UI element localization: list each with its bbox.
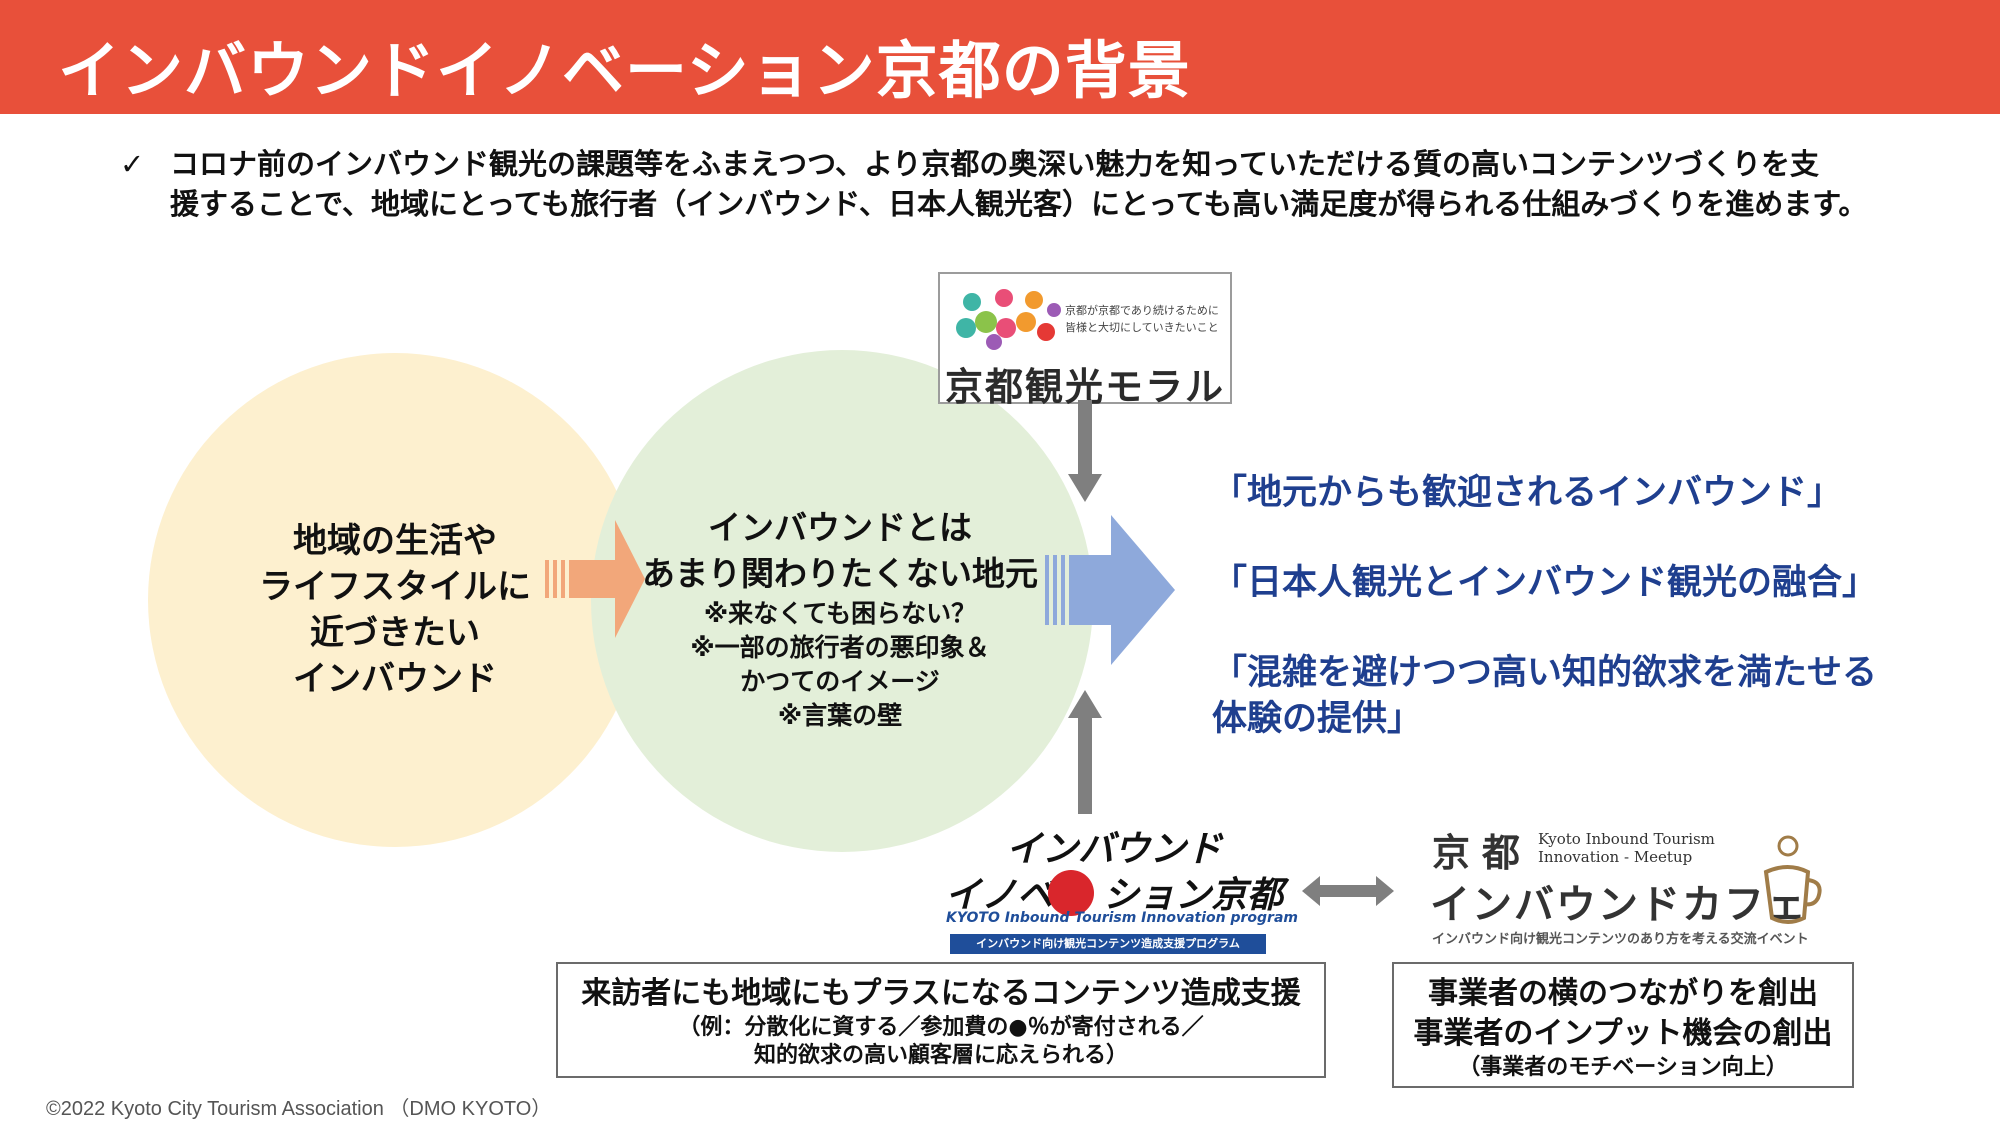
- cafe-english-2: Innovation - Meetup: [1538, 848, 1693, 866]
- orange-arrow-icon: [545, 520, 645, 638]
- double-arrow-icon: [1302, 876, 1394, 906]
- box-right-main: 事業者のインプット機会の創出: [1413, 1016, 1833, 1051]
- connector-down: [1078, 400, 1092, 480]
- box-left-main: 来訪者にも地域にもプラスになるコンテンツ造成支援: [581, 976, 1301, 1011]
- quote-welcomed-inbound: 「地元からも歓迎されるインバウンド」: [1212, 473, 1843, 513]
- circle-center-line: インバウンドとは: [708, 508, 972, 547]
- content-support-box: 来訪者にも地域にもプラスになるコンテンツ造成支援 （例：分散化に資する／参加費の…: [556, 962, 1326, 1078]
- box-right-sub: （事業者のモチベーション向上）: [1458, 1055, 1788, 1080]
- logo-band: インバウンド向け観光コンテンツ造成支援プログラム: [950, 934, 1266, 954]
- title-bar: インバウンドイノベーション京都の背景: [0, 0, 2000, 114]
- circle-left-line: インバウンド: [293, 659, 497, 699]
- circle-left-line: 近づきたい: [310, 613, 480, 653]
- circle-center-note: ※来なくても困らない？: [703, 599, 977, 628]
- people-icon: [956, 289, 1061, 350]
- circle-reluctant-locals: [591, 350, 1093, 852]
- quote-avoid-crowds: 「混雑を避けつつ高い知的欲求を満たせる 体験の提供」: [1212, 650, 1877, 742]
- kyoto-tourism-moral-logo: 京都が京都であり続けるために 皆様と大切にしていきたいこと 京都観光モラル: [938, 272, 1232, 409]
- box-left-sub: 知的欲求の高い顧客層に応えられる）: [753, 1043, 1128, 1068]
- blue-arrow-icon: [1045, 515, 1175, 665]
- business-network-box: 事業者の横のつながりを創出 事業者のインプット機会の創出 （事業者のモチベーショ…: [1392, 962, 1854, 1088]
- inbound-innovation-kyoto-logo: インバウンド イノベ ション京都 KYOTO Inbound Tourism I…: [940, 818, 1298, 958]
- circle-center-note: かつてのイメージ: [740, 667, 940, 696]
- logo-english: KYOTO Inbound Tourism Innovation program: [946, 910, 1298, 926]
- quote-line: 体験の提供」: [1212, 699, 1423, 739]
- circle-center-note: ※言葉の壁: [777, 701, 903, 730]
- moral-tagline-2: 皆様と大切にしていきたいこと: [1065, 321, 1219, 334]
- cafe-kyoto: 京都: [1432, 831, 1533, 875]
- circle-center-note: ※一部の旅行者の悪印象＆: [690, 633, 990, 662]
- globe-icon: [1048, 870, 1094, 916]
- quote-fusion: 「日本人観光とインバウンド観光の融合」: [1212, 563, 1878, 603]
- arrowhead-down-icon: [1068, 474, 1102, 502]
- page-title: インバウンドイノベーション京都の背景: [58, 34, 1191, 107]
- box-right-main: 事業者の横のつながりを創出: [1428, 976, 1818, 1011]
- cafe-subtitle: インバウンド向け観光コンテンツのあり方を考える交流イベント: [1432, 932, 1809, 947]
- circle-left-line: 地域の生活や: [293, 521, 497, 561]
- copyright-footer: ©2022 Kyoto City Tourism Association （DM…: [46, 1098, 552, 1120]
- inbound-cafe-logo: 京都 Kyoto Inbound Tourism Innovation - Me…: [1428, 822, 1828, 952]
- box-left-sub: （例：分散化に資する／参加費の●％が寄付される／: [678, 1015, 1204, 1040]
- circle-center-line: あまり関わりたくない地元: [642, 554, 1038, 593]
- connector-up: [1078, 712, 1092, 814]
- logo-line-2b: ション京都: [1103, 875, 1284, 916]
- circle-center-text: インバウンドとは あまり関わりたくない地元 ※来なくても困らない？ ※一部の旅行…: [620, 505, 1060, 733]
- intro-line-2: 援することで、地域にとっても旅行者（インバウンド、日本人観光客）にとっても高い満…: [170, 187, 1868, 221]
- circle-left-line: ライフスタイルに: [259, 567, 531, 607]
- moral-tagline-1: 京都が京都であり続けるために: [1065, 304, 1219, 317]
- cafe-english-1: Kyoto Inbound Tourism: [1538, 830, 1715, 848]
- cafe-name: インバウンドカフェ: [1430, 882, 1808, 928]
- circle-left-text: 地域の生活や ライフスタイルに 近づきたい インバウンド: [210, 518, 580, 702]
- coffee-cup-icon: [1763, 835, 1822, 924]
- logo-line-1: インバウンド: [1006, 829, 1223, 870]
- logo-line-2a: イノベ: [945, 875, 1054, 916]
- circle-local-lifestyle: [148, 353, 642, 847]
- quote-line: 「混雑を避けつつ高い知的欲求を満たせる: [1212, 653, 1878, 693]
- checkmark-icon: ✓: [120, 147, 145, 181]
- arrowhead-up-icon: [1068, 690, 1102, 718]
- intro-line-1: コロナ前のインバウンド観光の課題等をふまえつつ、より京都の奥深い魅力を知っていた…: [170, 147, 1819, 181]
